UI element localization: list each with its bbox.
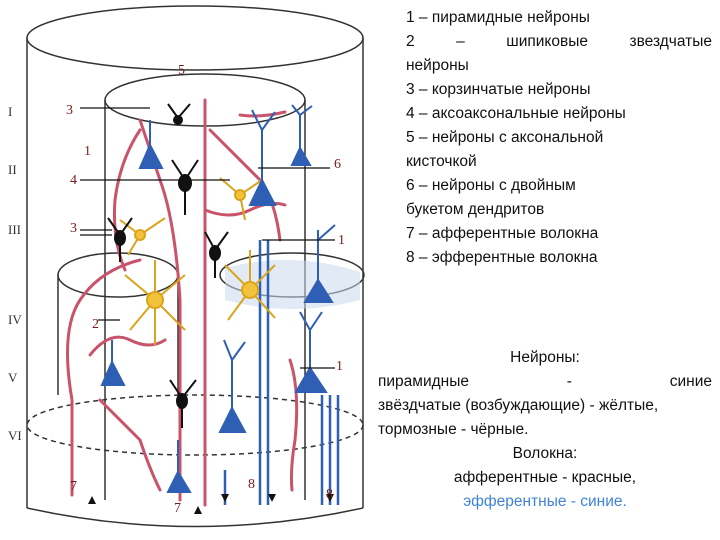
layer-label: III [8, 222, 21, 237]
fiber-arrows [88, 494, 334, 514]
stellate-note: звёздчатые (возбуждающие) - жёлтые, [378, 397, 659, 414]
legend-item: 6 – нейроны с двойным [406, 177, 576, 194]
diagram-label: 3 [66, 103, 73, 118]
pyramidal-note: пирамидные - синие [378, 370, 712, 394]
layer-label: VI [8, 428, 22, 443]
up-arrow-icon [194, 506, 202, 514]
down-arrow-icon [221, 494, 229, 502]
legend-item: 3 – корзинчатые нейроны [406, 81, 591, 98]
dash: - [566, 373, 572, 390]
efferent-note: эфферентные - синие. [463, 493, 627, 510]
inhibitory-neurons [107, 103, 229, 428]
diagram-label: 2 [92, 317, 99, 332]
layer-label: II [8, 162, 17, 177]
legend-item: 5 – нейроны с аксональной [406, 129, 604, 146]
diagram-label: 7 [70, 479, 77, 494]
legend-item: 8 – эфферентные волокна [406, 249, 598, 266]
diagram-label: 6 [334, 157, 341, 172]
stellate-neurons [119, 177, 276, 345]
layer-label: IV [8, 312, 22, 327]
diagram-label: 5 [178, 63, 185, 78]
diagram-label: 3 [70, 221, 77, 236]
label-leaders [80, 107, 335, 369]
down-arrow-icon [326, 494, 334, 502]
fibers-heading: Волокна: [512, 445, 578, 462]
legend-item: 4 – аксоаксональные нейроны [406, 105, 626, 122]
diagram-label: 1 [336, 359, 343, 374]
diagram-label: 7 [174, 501, 181, 516]
cortex-column-diagram: I II III IV V VI 5 3 1 4 3 6 1 2 1 7 7 8… [8, 5, 365, 528]
down-arrow-icon [268, 494, 276, 502]
layer-label: V [8, 370, 18, 385]
inhibitory-note: тормозные - чёрные. [378, 421, 529, 438]
diagram-label: 1 [84, 144, 91, 159]
legend: 1 – пирамидные нейроны 2 – шипиковые зве… [406, 6, 712, 270]
legend-item: нейроны [406, 57, 469, 74]
pyramidal-neurons [100, 104, 336, 493]
pyramidal-color: синие [669, 373, 712, 390]
pyramidal-label: пирамидные [378, 373, 469, 390]
legend-item: букетом дендритов [406, 201, 545, 218]
legend-item: 7 – афферентные волокна [406, 225, 599, 242]
diagram-label: 8 [248, 477, 255, 492]
legend-item: 2 – шипиковые звездчатые [406, 33, 712, 50]
color-notes: Нейроны: пирамидные - синие звёздчатые (… [378, 346, 712, 514]
layer-label: I [8, 104, 12, 119]
diagram-label: 8 [326, 487, 333, 502]
up-arrow-icon [88, 496, 96, 504]
legend-item: кисточкой [406, 153, 477, 170]
efferent-fibers [223, 240, 340, 505]
legend-item: 1 – пирамидные нейроны [406, 9, 590, 26]
neurons-heading: Нейроны: [510, 349, 580, 366]
diagram-label: 4 [70, 173, 77, 188]
diagram-label: 1 [338, 233, 345, 248]
afferent-fibers [66, 98, 299, 507]
afferent-note: афферентные - красные, [453, 469, 637, 486]
